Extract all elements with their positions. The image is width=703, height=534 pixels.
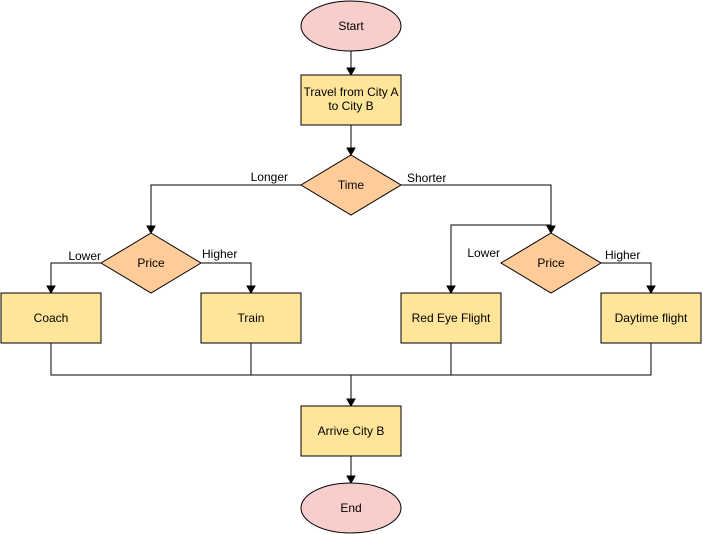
red-eye-label: Red Eye Flight — [412, 311, 491, 325]
price-left-shape — [100, 232, 202, 294]
coach-label: Coach — [34, 311, 69, 325]
arrowhead — [346, 398, 356, 408]
edge-price-right-to-red-eye — [450, 224, 552, 287]
edge-coach-merge — [50, 343, 351, 376]
edge-label-longer: Longer — [251, 170, 288, 184]
price-right-shape — [500, 232, 602, 294]
price-left-label: Price — [137, 256, 165, 270]
arrowhead — [46, 285, 56, 295]
travel-label-line1: Travel from City A — [304, 85, 399, 99]
edge-time-to-price-right — [401, 184, 552, 227]
train-node: Train — [200, 292, 302, 344]
edge-label-higher-left: Higher — [202, 247, 237, 261]
arrowhead — [246, 285, 256, 295]
end-node: End — [300, 482, 402, 534]
edge-price-right-to-daytime — [601, 262, 652, 287]
end-shape — [300, 482, 402, 534]
start-shape — [300, 0, 402, 52]
start-node: Start — [300, 0, 402, 52]
arrowhead — [346, 475, 356, 485]
train-label: Train — [238, 311, 265, 325]
travel-shape — [300, 74, 402, 126]
arrowhead — [346, 147, 356, 157]
end-label: End — [340, 501, 361, 515]
arrive-label: Arrive City B — [318, 424, 385, 438]
start-label: Start — [338, 19, 364, 33]
arrowhead — [146, 225, 156, 235]
arrowhead — [346, 67, 356, 77]
travel-node: Travel from City A to City B — [300, 74, 402, 126]
time-decision-node: Time — [300, 154, 402, 216]
edge-labels: Longer Shorter Lower Higher Lower Higher — [68, 170, 640, 263]
coach-shape — [0, 292, 102, 344]
daytime-node: Daytime flight — [600, 292, 702, 344]
red-eye-node: Red Eye Flight — [400, 292, 502, 344]
daytime-shape — [600, 292, 702, 344]
price-right-decision-node: Price — [500, 232, 602, 294]
arrive-shape — [300, 405, 402, 457]
time-label: Time — [338, 178, 365, 192]
daytime-label: Daytime flight — [615, 311, 688, 325]
arrowhead — [446, 285, 456, 295]
edge-daytime-merge — [351, 343, 652, 376]
edge-time-to-price-left — [150, 184, 301, 227]
red-eye-shape — [400, 292, 502, 344]
arrowhead — [646, 285, 656, 295]
connectors — [46, 51, 656, 485]
price-right-label: Price — [537, 256, 565, 270]
travel-label-line2: to City B — [328, 99, 373, 113]
train-shape — [200, 292, 302, 344]
time-shape — [300, 154, 402, 216]
arrive-node: Arrive City B — [300, 405, 402, 457]
edge-price-left-to-coach — [50, 262, 101, 287]
edge-label-lower-right: Lower — [467, 246, 500, 260]
edge-label-shorter: Shorter — [407, 171, 446, 185]
edge-label-higher-right: Higher — [605, 248, 640, 262]
edge-price-left-to-train — [201, 262, 252, 287]
coach-node: Coach — [0, 292, 102, 344]
price-left-decision-node: Price — [100, 232, 202, 294]
edge-label-lower-left: Lower — [68, 249, 101, 263]
